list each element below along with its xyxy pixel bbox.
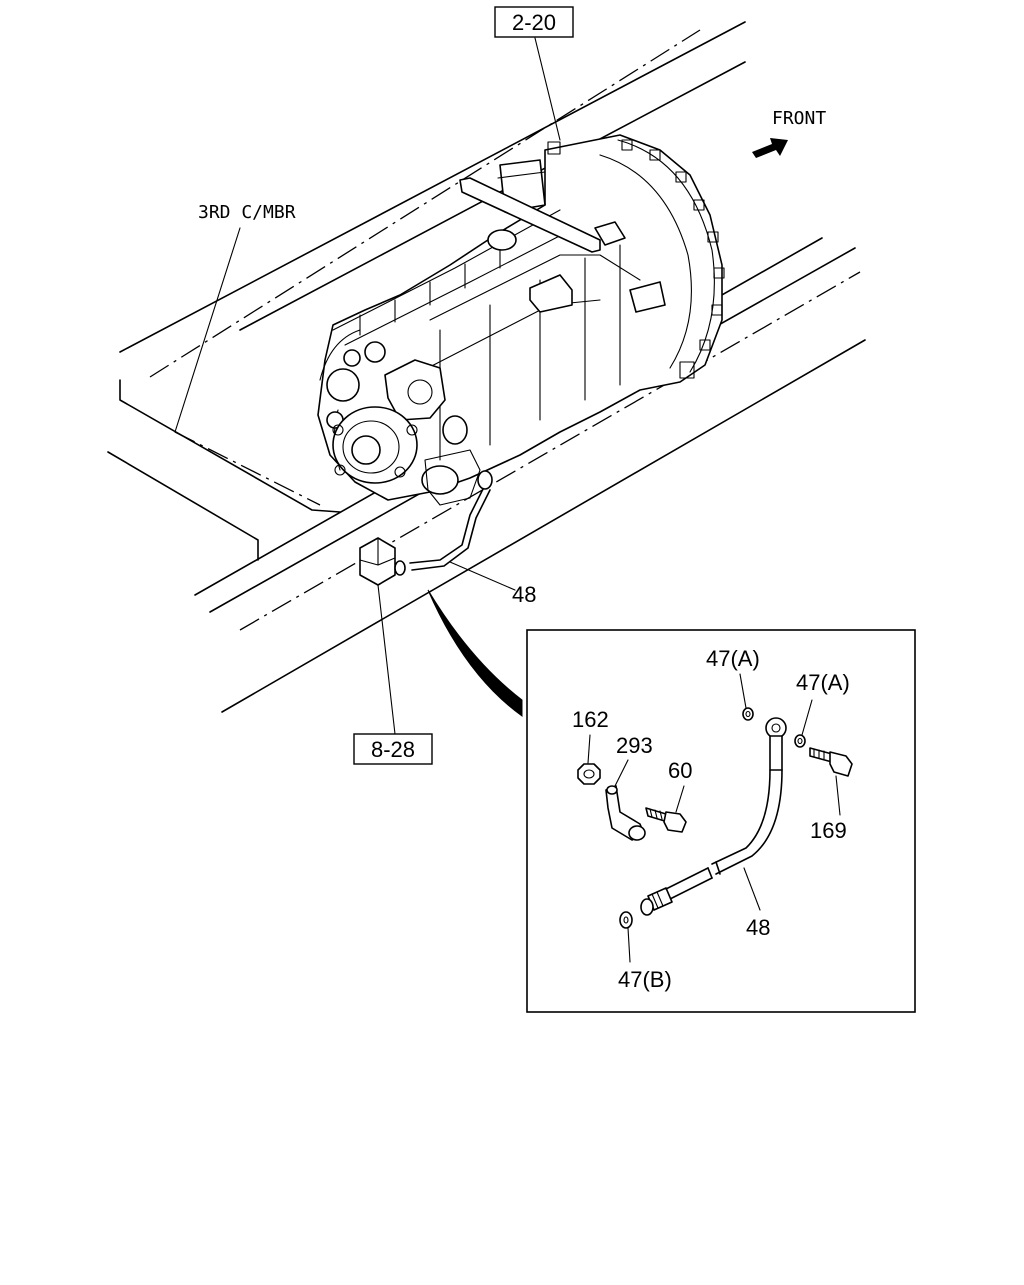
arrow-right-icon: [752, 138, 788, 158]
washer-a2-label: 47(A): [796, 670, 850, 695]
front-indicator: FRONT: [752, 108, 826, 158]
front-label: FRONT: [772, 108, 826, 129]
washer-a-top: 47(A): [706, 646, 760, 721]
eye-bolt-label: 169: [810, 818, 847, 843]
bolt-bracket-label: 60: [668, 758, 692, 783]
detail-callout-wedge: [427, 589, 523, 717]
washer-b-label: 47(B): [618, 967, 672, 992]
transmission-assembly: [317, 134, 725, 506]
bracket-label: 293: [616, 733, 653, 758]
washer-a1-label: 47(A): [706, 646, 760, 671]
hose-detail-label: 48: [746, 915, 770, 940]
nut-label: 162: [572, 707, 609, 732]
crossmember-label: 3RD C/MBR: [198, 202, 296, 223]
detail-box: 162 293 60 47(A): [526, 629, 916, 1013]
ref-box-top: 2-20: [494, 6, 574, 38]
leader-crossmember: [174, 227, 241, 433]
hose-on-vehicle: [359, 470, 516, 735]
ref-box-bottom: 8-28: [353, 733, 433, 765]
bolt-part: 60: [645, 758, 692, 833]
leader-ref-top: [534, 37, 561, 141]
washer-b-part: 47(B): [618, 911, 672, 992]
ref-top-label: 2-20: [512, 10, 556, 35]
ref-bottom-label: 8-28: [371, 737, 415, 762]
eye-bolt-part: 169: [809, 747, 853, 843]
hose-detail-part: 48: [640, 717, 787, 940]
nut-part: 162: [572, 707, 609, 785]
bracket-part: 293: [605, 733, 653, 841]
hose-main-label: 48: [512, 582, 536, 607]
washer-a-right: 47(A): [794, 670, 850, 748]
